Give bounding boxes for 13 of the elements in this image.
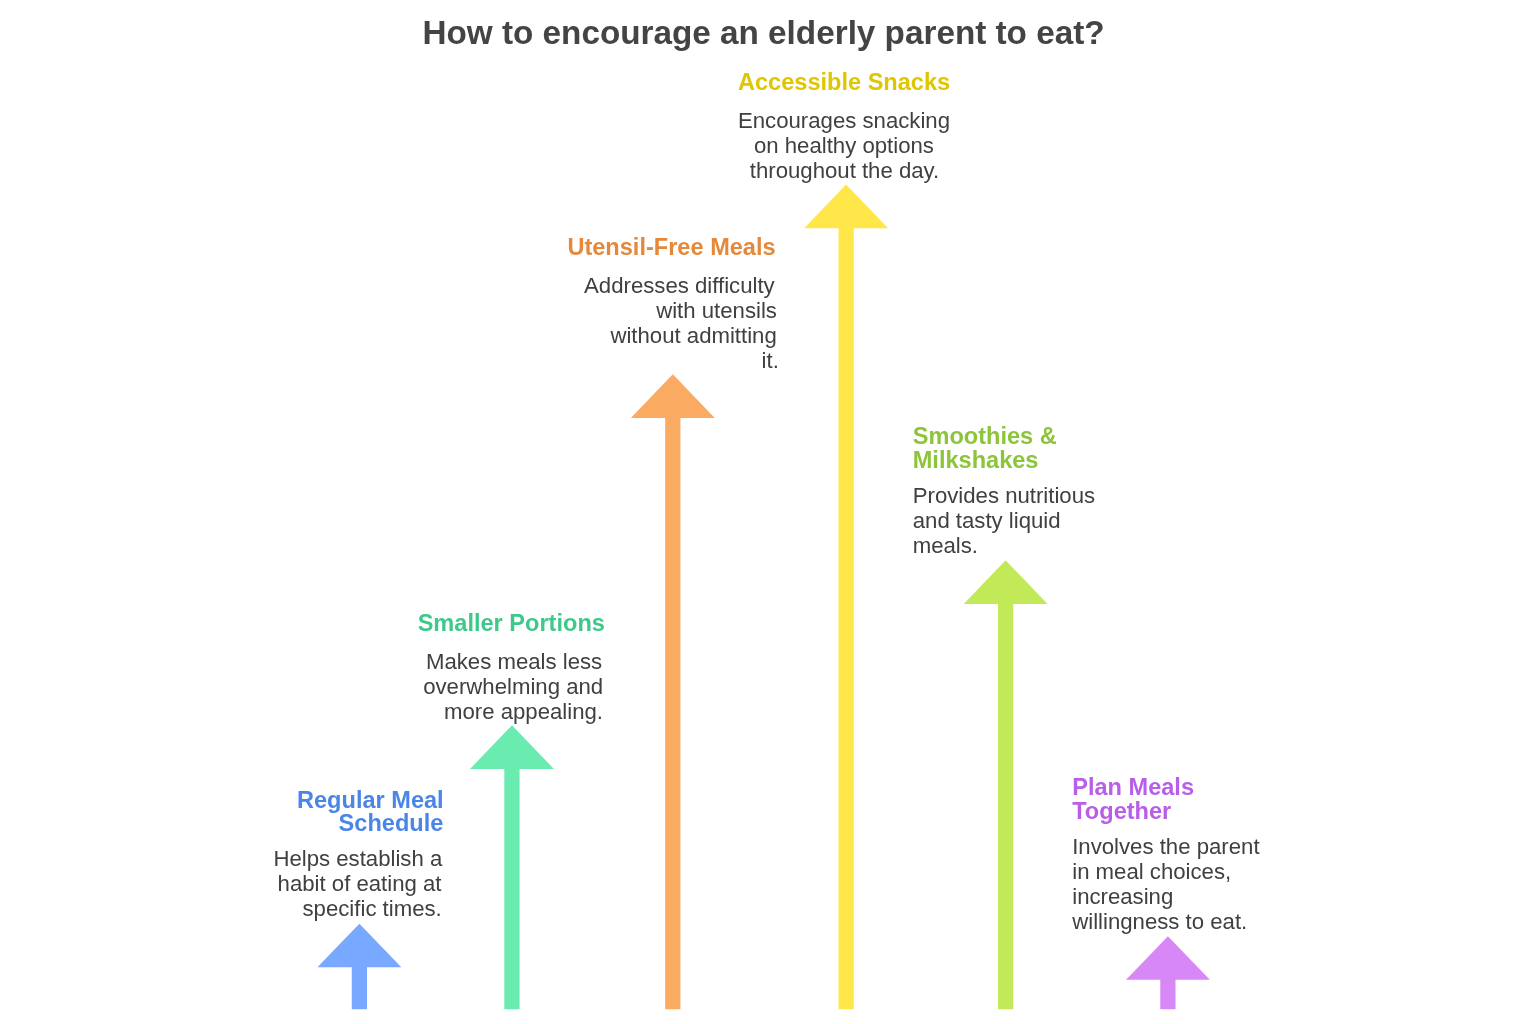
diagram-title: How to encourage an elderly parent to eat? <box>422 14 1105 52</box>
node-text: Utensil-Free Meals Addresses difficulty with utensils without admitting it. <box>566 234 779 373</box>
node-text: Smoothies & Milkshakes Provides nutritious and tasty liquid meals. <box>912 423 1095 558</box>
node-text: Plan Meals Together Involves the parent in meal choices, increasing willingness to eat. <box>1071 774 1260 934</box>
node-text: Regular Meal Schedule Helps establish a habit of eating at specific times. <box>272 786 444 922</box>
arrow <box>803 184 888 1010</box>
arrow <box>469 725 554 1010</box>
arrow <box>316 923 401 1010</box>
arrow <box>630 374 715 1010</box>
arrow <box>1125 936 1210 1010</box>
arrow <box>963 560 1048 1010</box>
node-text: Smaller Portions Makes meals less overwhelming and more appealing. <box>417 609 605 724</box>
node-text: Accessible Snacks Encourages snacking on healthy options throughout the day. <box>737 69 950 183</box>
